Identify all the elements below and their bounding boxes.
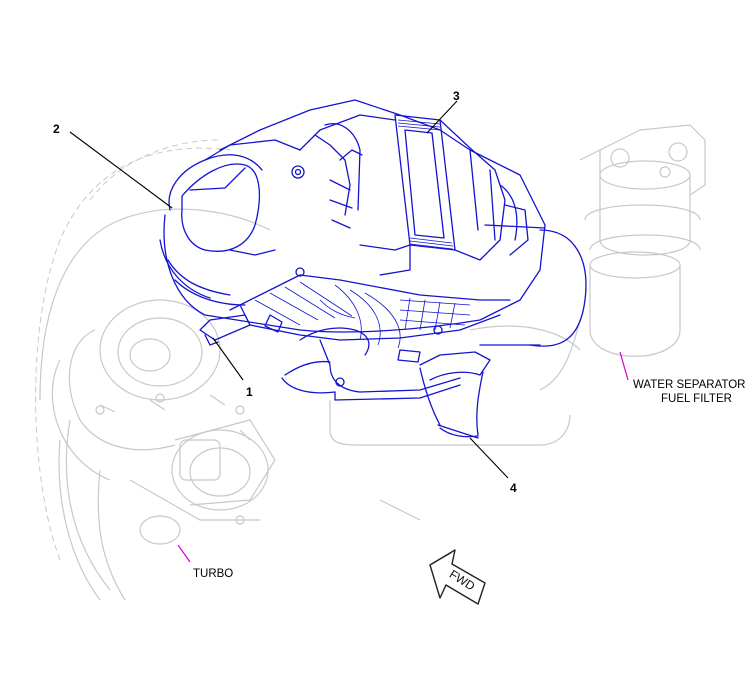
leader-turbo [177,544,191,563]
leader-4 [469,437,509,479]
bracket-outline [329,325,581,521]
callout-1: 1 [246,385,253,399]
callout-2: 2 [53,122,60,136]
leader-1 [212,337,244,381]
leader-3 [426,100,458,134]
callout-4: 4 [510,481,517,495]
leader-water-separator [619,351,629,381]
air-cleaner-assembly [159,99,587,439]
forward-arrow-icon: FWD [429,549,486,605]
callout-leaders [69,100,629,563]
turbo-outline [51,299,276,591]
callout-3: 3 [453,89,460,103]
fuel-filter-label: FUEL FILTER [661,393,732,405]
engine-context-outline [35,139,271,601]
turbo-label: TURBO [193,568,233,580]
water-separator-fuel-filter-outline [539,124,706,391]
water-separator-label: WATER SEPARATOR [633,379,745,391]
tray-grid [254,281,471,349]
leader-2 [69,131,173,209]
